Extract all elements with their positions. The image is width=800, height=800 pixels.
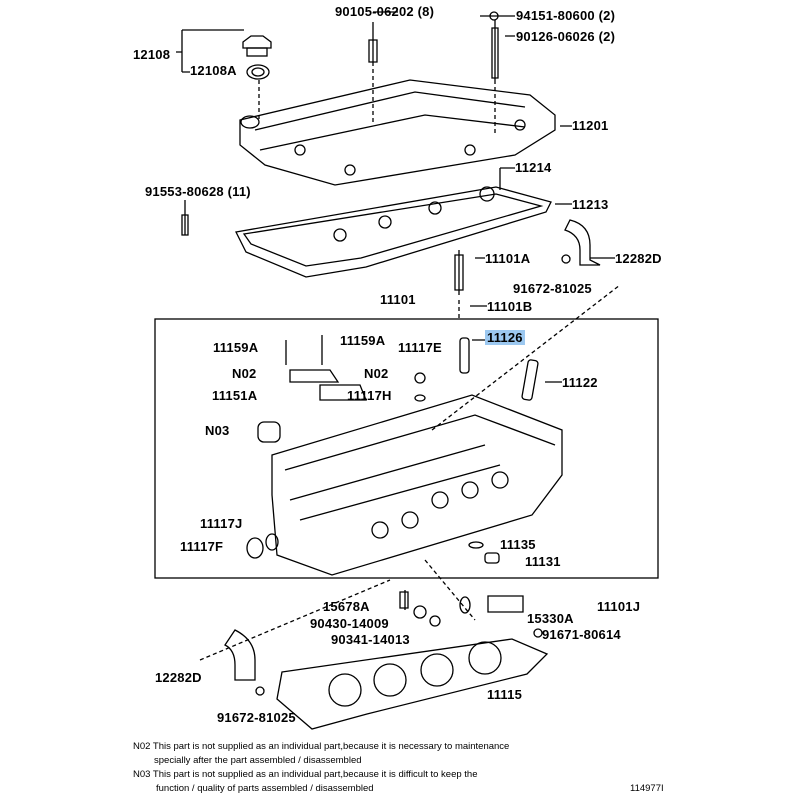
part-label-11126-highlighted[interactable]: 11126 [485,330,525,345]
part-label-11101A[interactable]: 11101A [485,251,531,266]
part-label-90430-14009[interactable]: 90430-14009 [310,616,389,631]
part-label-11135[interactable]: 11135 [500,537,536,552]
part-label-91671-80614[interactable]: 91671-80614 [542,627,621,642]
part-label-n02-right[interactable]: N02 [364,366,389,381]
note-n03-line2: function / quality of parts assembled / … [156,783,374,794]
part-label-11214[interactable]: 11214 [515,160,552,175]
part-label-11101B[interactable]: 11101B [487,299,533,314]
part-label-15330A[interactable]: 15330A [527,611,574,626]
part-label-11101[interactable]: 11101 [380,292,416,307]
cylinder-head-group-box [154,318,659,579]
part-label-90126-06026[interactable]: 90126-06026 (2) [516,29,616,44]
note-n02-line2: specially after the part assembled / dis… [154,755,362,766]
part-label-n02-left[interactable]: N02 [232,366,257,381]
part-label-15678A[interactable]: 15678A [323,599,370,614]
part-label-11117J[interactable]: 11117J [200,516,243,531]
cylinder-head-cover [239,79,556,186]
part-label-11151A[interactable]: 11151A [212,388,258,403]
note-n02-line1: N02 This part is not supplied as an indi… [133,741,510,752]
diagram-id: 114977I [630,783,664,794]
part-label-12282D-top[interactable]: 12282D [615,251,662,266]
engine-hanger-bracket-top [564,219,601,266]
part-label-11122[interactable]: 11122 [562,375,598,390]
guide-11126 [459,337,470,374]
part-label-11213[interactable]: 11213 [572,197,609,212]
part-label-91553-80628[interactable]: 91553-80628 (11) [145,184,251,199]
part-label-11159A-left[interactable]: 11159A [213,340,259,355]
part-label-11131[interactable]: 11131 [525,554,561,569]
head-gasket [276,638,549,730]
part-label-12282D-bottom[interactable]: 12282D [155,670,202,685]
part-label-90341-14013[interactable]: 90341-14013 [331,632,410,647]
part-label-11117F[interactable]: 11117F [180,539,224,554]
part-label-n03[interactable]: N03 [205,423,230,438]
part-label-11159A-right[interactable]: 11159A [340,333,386,348]
part-label-11115[interactable]: 11115 [487,687,522,702]
part-label-11117H[interactable]: 11117H [347,388,392,403]
part-label-90105-06202[interactable]: 90105-06202 (8) [335,4,435,19]
part-label-12108[interactable]: 12108 [133,47,171,62]
note-n03-line1: N03 This part is not supplied as an indi… [133,769,478,780]
part-label-11101J[interactable]: 11101J [597,599,641,614]
cylinder-head [271,394,563,576]
part-label-11117E[interactable]: 11117E [398,340,442,355]
part-label-11201[interactable]: 11201 [572,118,609,133]
cover-gasket [235,186,552,278]
part-label-12108A[interactable]: 12108A [190,63,237,78]
part-label-91672-81025-bottom[interactable]: 91672-81025 [217,710,296,725]
engine-hanger-bracket-bottom [224,629,256,681]
part-label-91672-81025-top[interactable]: 91672-81025 [513,281,592,296]
camshaft-bearing-caps [285,335,367,401]
part-label-94151-80600[interactable]: 94151-80600 (2) [516,8,616,23]
oil-filler-cap [176,29,272,80]
